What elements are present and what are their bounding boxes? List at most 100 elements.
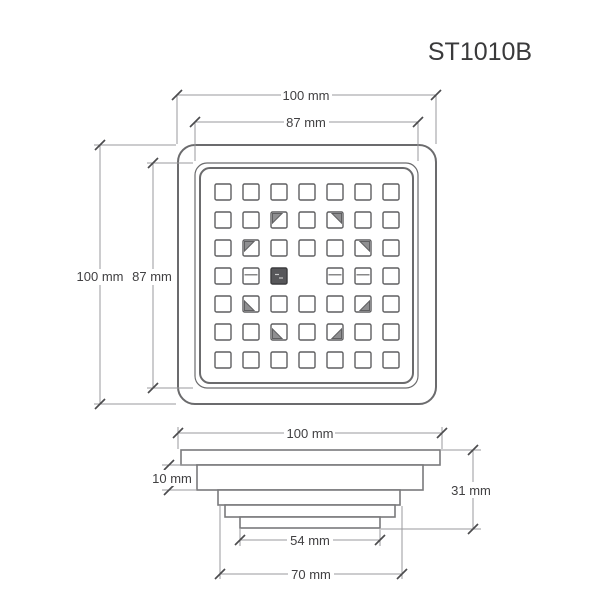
dim-side-total-height: 31 mm <box>381 444 494 535</box>
dim-label-bg <box>281 88 332 103</box>
dim-tick <box>172 427 184 439</box>
dim-label: 54 mm <box>290 533 330 548</box>
dim-top-inner-width: 87 mm <box>189 115 424 161</box>
side-step-1 <box>217 489 401 506</box>
grate-hole <box>326 211 344 229</box>
grate-hole <box>242 239 260 257</box>
dim-label-bg <box>287 533 333 548</box>
grate-hole <box>242 267 260 285</box>
grate-hole <box>382 183 400 201</box>
grate-hole <box>382 239 400 257</box>
dim-side-top-width: 100 mm <box>172 426 448 449</box>
grate-hole <box>354 183 372 201</box>
dim-tick <box>171 89 183 101</box>
grate-hole <box>214 323 232 341</box>
dim-tick <box>430 89 442 101</box>
grate-hole <box>242 323 260 341</box>
grate-hole <box>270 351 288 369</box>
dim-tick <box>94 398 106 410</box>
grate-hole <box>298 239 316 257</box>
dim-tick <box>147 382 159 394</box>
grate-hole <box>354 211 372 229</box>
dim-top-outer-width: 100 mm <box>171 88 442 144</box>
dim-label: 87 mm <box>132 269 172 284</box>
dim-label: 100 mm <box>283 88 330 103</box>
product-title: ST1010B <box>428 38 532 66</box>
grate-hole <box>270 183 288 201</box>
dim-label-bg <box>130 269 175 285</box>
grate-hole <box>214 239 232 257</box>
dim-side-base-width: 70 mm <box>214 506 408 582</box>
grate-hole <box>354 295 372 313</box>
grate-hole <box>326 351 344 369</box>
dim-label-bg <box>448 482 494 498</box>
grate-hole <box>354 323 372 341</box>
dim-tick <box>412 116 424 128</box>
dim-label-bg <box>284 115 329 130</box>
grate-grid <box>214 183 400 369</box>
grate-hole <box>214 211 232 229</box>
side-step-2 <box>224 504 396 518</box>
grate-hole <box>382 267 400 285</box>
dim-label: 100 mm <box>287 426 334 441</box>
grate-hole <box>298 211 316 229</box>
dim-label-bg <box>284 426 335 441</box>
dim-label: 70 mm <box>291 567 331 582</box>
grate-hole <box>214 183 232 201</box>
grate-hole <box>354 267 372 285</box>
grate-hole <box>382 351 400 369</box>
grate-hole <box>270 323 288 341</box>
grate-hole <box>326 267 344 285</box>
dim-tick <box>234 534 246 546</box>
grate-hole <box>242 351 260 369</box>
dim-tick <box>396 568 408 580</box>
grate-hole <box>326 183 344 201</box>
dim-left-outer-height: 100 mm <box>76 139 176 410</box>
grate-hole <box>326 295 344 313</box>
grate-hole <box>354 351 372 369</box>
dim-label: 31 mm <box>451 483 491 498</box>
grate-hole <box>298 183 316 201</box>
grate-hole <box>382 295 400 313</box>
grate-hole <box>326 323 344 341</box>
grate-hole <box>298 351 316 369</box>
grate-hole <box>214 295 232 313</box>
grate-hole <box>382 211 400 229</box>
dim-tick <box>147 157 159 169</box>
dim-side-flange-height: 10 mm <box>149 459 196 496</box>
top-view-grate-rim-inner <box>199 167 414 384</box>
side-flange-body <box>196 464 424 491</box>
grate-hole <box>270 295 288 313</box>
dim-tick <box>94 139 106 151</box>
dim-label-bg <box>149 470 195 486</box>
grate-hole <box>298 323 316 341</box>
grate-hole <box>270 211 288 229</box>
grate-hole <box>242 183 260 201</box>
dim-side-outlet-width: 54 mm <box>234 528 386 548</box>
dim-left-inner-height: 87 mm <box>130 157 193 394</box>
side-outlet <box>239 516 381 529</box>
dim-tick <box>436 427 448 439</box>
grate-hole <box>270 239 288 257</box>
grate-hole <box>326 239 344 257</box>
grate-hole <box>242 295 260 313</box>
dim-label-bg <box>76 269 125 285</box>
dim-label: 87 mm <box>286 115 326 130</box>
dim-tick <box>163 459 175 471</box>
grate-hole <box>382 323 400 341</box>
dim-tick <box>467 444 479 456</box>
grate-hole <box>242 211 260 229</box>
top-view-grate-rim-outer <box>194 162 419 389</box>
dim-label: 10 mm <box>152 471 192 486</box>
dim-tick <box>163 484 175 496</box>
dim-label: 100 mm <box>77 269 124 284</box>
dim-label-bg <box>288 567 334 582</box>
grate-hole <box>214 351 232 369</box>
top-view <box>177 144 437 405</box>
dim-tick <box>189 116 201 128</box>
grate-hole <box>354 239 372 257</box>
dim-tick <box>467 523 479 535</box>
dim-tick <box>374 534 386 546</box>
side-view <box>180 449 441 529</box>
